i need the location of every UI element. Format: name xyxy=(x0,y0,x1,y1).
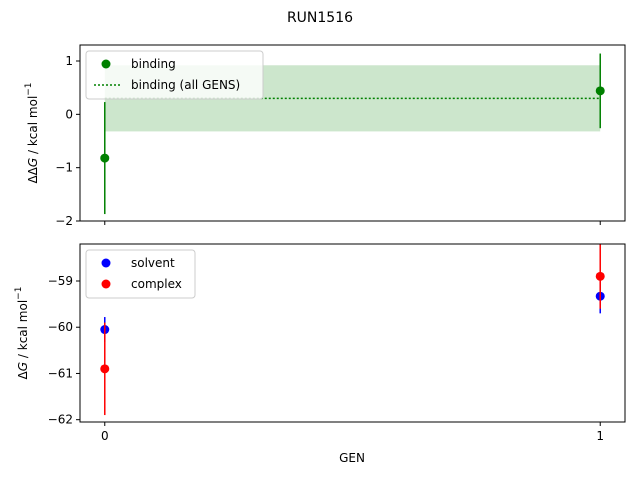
free-energy-legend-label: complex xyxy=(131,277,182,291)
free-energy-plot-area xyxy=(100,244,605,416)
binding-y-tick-label: 0 xyxy=(65,107,73,121)
free-energy-y-tick-label: −61 xyxy=(48,366,73,380)
binding-legend-marker xyxy=(101,59,111,69)
free-energy-legend-marker xyxy=(101,258,111,268)
complex-point xyxy=(595,271,605,281)
binding-legend-label: binding xyxy=(131,57,176,71)
free-energy-y-tick-label: −59 xyxy=(48,274,73,288)
free-energy-legend: solvent complex xyxy=(85,249,196,299)
binding-y-label-pre: ΔΔ xyxy=(26,166,40,183)
binding-legend-label: binding (all GENS) xyxy=(131,78,240,92)
free-energy-y-label-sup: −1 xyxy=(14,287,24,300)
free-energy-y-tick-label: −60 xyxy=(48,320,73,334)
binding-y-tick-label: −1 xyxy=(55,161,73,175)
gen-x-axis-label: GEN xyxy=(339,451,365,465)
free-energy-ticks: −62 −61 −60 −59 0 1 xyxy=(48,274,604,443)
binding-legend: binding binding (all GENS) xyxy=(85,50,264,100)
binding-y-tick-label: −2 xyxy=(55,214,73,228)
binding-axes-frame xyxy=(79,44,626,222)
binding-point xyxy=(100,153,110,163)
free-energy-x-tick-label: 0 xyxy=(101,429,109,443)
free-energy-legend-frame xyxy=(85,249,196,299)
binding-y-label-sup: −1 xyxy=(24,82,34,95)
figure-title: RUN1516 xyxy=(287,10,353,26)
binding-y-axis-label: ΔΔG / kcal mol−1 xyxy=(24,82,40,183)
free-energy-panel: −62 −61 −60 −59 0 1 ΔG / kcal mol−1 GEN solve… xyxy=(14,243,626,465)
binding-y-label-post: / kcal mol xyxy=(26,96,40,158)
free-energy-y-axis-label: ΔG / kcal mol−1 xyxy=(14,287,30,380)
binding-y-tick-label: 1 xyxy=(65,54,73,68)
free-energy-legend-marker xyxy=(101,279,111,289)
free-energy-y-label-pre: Δ xyxy=(16,370,30,379)
free-energy-x-tick-label: 1 xyxy=(596,429,604,443)
binding-point xyxy=(595,86,605,96)
free-energy-y-label-italic: G xyxy=(16,362,30,371)
binding-y-label-italic: G xyxy=(26,158,40,167)
free-energy-legend-label: solvent xyxy=(131,256,175,270)
free-energy-axes-frame xyxy=(79,243,626,423)
complex-point xyxy=(100,364,110,374)
free-energy-y-label-post: / kcal mol xyxy=(16,300,30,362)
binding-legend-frame xyxy=(85,50,264,100)
free-energy-y-tick-label: −62 xyxy=(48,413,73,427)
binding-y-ticks: −2 −1 0 1 xyxy=(55,54,601,228)
